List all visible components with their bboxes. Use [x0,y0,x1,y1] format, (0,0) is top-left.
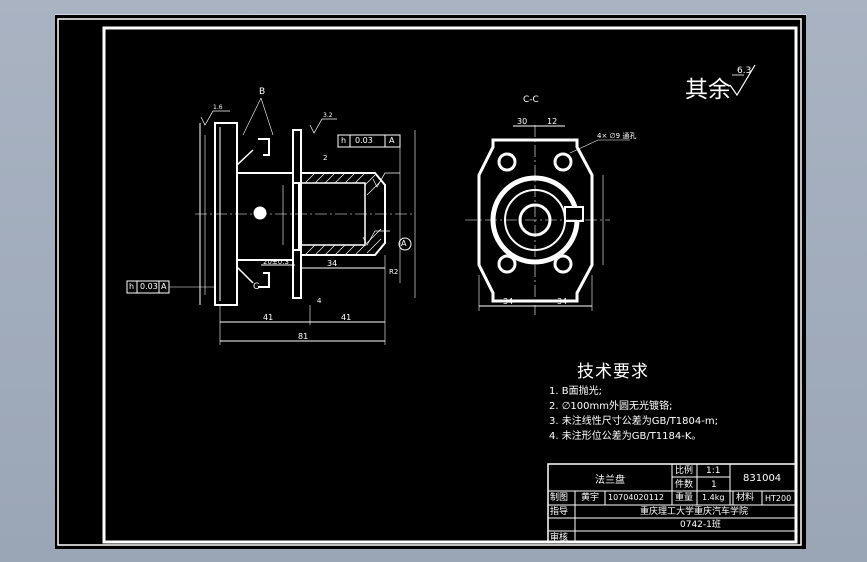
tol-left-value: 0.03 [140,282,158,291]
requirement-1: 1. B面抛光; [549,386,602,397]
datum-a: A [401,239,407,248]
part-name: 法兰盘 [595,475,625,486]
dim-2: 2 [323,154,328,162]
outer-frame [57,18,802,546]
dim-81: 81 [298,332,309,341]
dim-12: 12 [547,117,558,126]
material-label: 材料 [736,493,755,503]
dim-4: 4 [317,297,322,305]
drawing-canvas [57,18,802,546]
dim-41-left: 41 [263,313,274,322]
ra-other: 3.2 [323,112,333,119]
dim-20: 20±0.3 [263,258,289,266]
school-name: 重庆理工大学重庆汽车学院 [640,507,749,517]
section-label: C-C [523,95,539,105]
requirement-2: 2. ∅100mm外圆无光镀铬; [549,401,673,412]
inner-frame [102,26,798,544]
roughness-value: 6.3 [737,66,752,76]
drawn-label: 制图 [550,493,569,503]
tol-left-ref: A [161,282,167,291]
requirements-title: 技术要求 [577,362,649,382]
dim-34-right: 34 [557,297,568,306]
roughness-note: 其余 [685,77,731,103]
hole-note: 4× ∅9 通孔 [597,132,637,140]
label-c: C [253,282,260,292]
tol-left-symbol: h [129,282,135,291]
class-name: 0742-1班 [680,520,721,530]
label-b: B [259,87,266,97]
dim-41-right: 41 [341,313,352,322]
student-id: 10704020112 [608,493,664,502]
tol-top-ref: A [389,136,395,145]
title-block-grid [547,463,797,543]
weight-value: 1.4kg [702,493,725,502]
requirement-4: 4. 未注形位公差为GB/T1184-K。 [549,431,702,442]
scale-label: 比例 [675,466,694,476]
drawing-number: 831004 [743,473,782,484]
dim-30: 30 [517,117,528,126]
scale-value: 1:1 [706,466,721,476]
dim-34-left: 34 [503,297,514,306]
dim-r2: R2 [389,268,399,276]
tol-top-symbol: h [341,136,347,145]
review-label: 审核 [550,533,569,543]
cad-viewport[interactable]: 其余 6.3 C-C B C A 41 41 81 34 20±0.3 34 3… [55,14,806,549]
material-value: HT200 [765,494,792,503]
qty-value: 1 [711,480,717,490]
weight-label: 重量 [675,493,694,503]
tol-top-value: 0.03 [355,136,373,145]
ra-small: 1.6 [213,104,223,111]
requirement-3: 3. 未注线性尺寸公差为GB/T1804-m; [549,416,718,427]
guide-label: 指导 [550,507,569,517]
drawn-name: 黄宇 [581,493,600,503]
qty-label: 件数 [675,480,694,490]
front-view [465,125,630,315]
dim-34-main: 34 [327,259,338,268]
side-section-view [126,97,416,345]
